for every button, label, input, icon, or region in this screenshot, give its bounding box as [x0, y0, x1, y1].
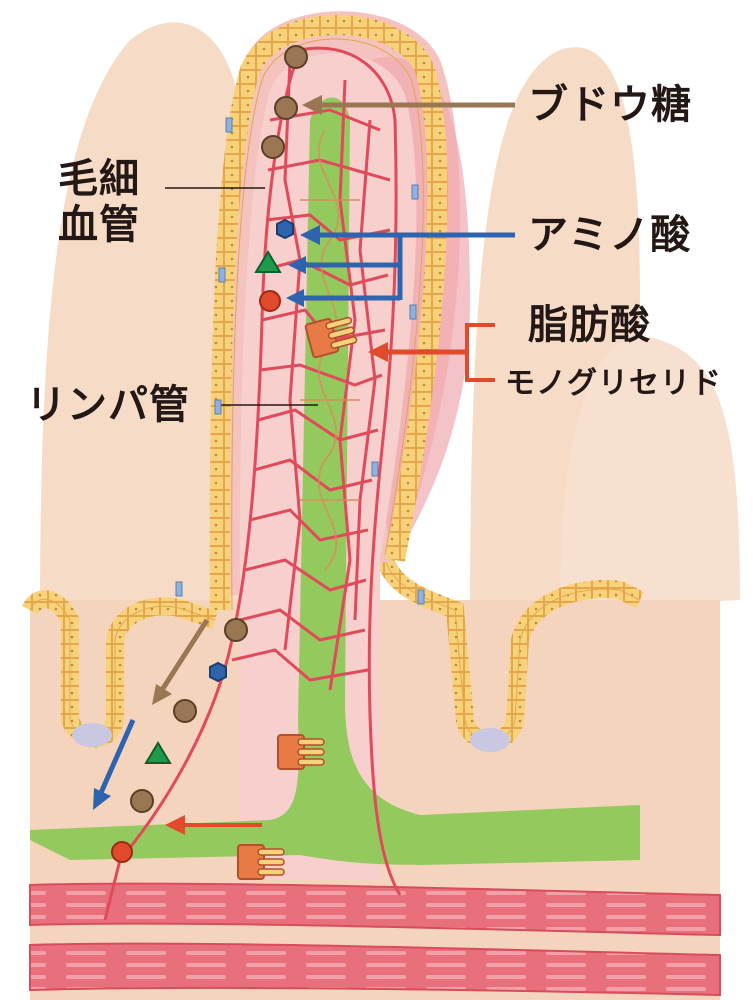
glucose-molecule: [130, 789, 154, 813]
fat-comb-molecules: [237, 316, 358, 880]
absorption-arrows: [93, 95, 515, 835]
glucose-molecule: [173, 699, 197, 723]
fat-molecule: [259, 290, 281, 312]
amino-acid-molecule: [144, 741, 172, 764]
glucose-molecule: [224, 618, 248, 642]
leader-lines: [165, 187, 318, 406]
capillary-network: [103, 46, 402, 921]
glucose-molecule: [261, 135, 285, 159]
monoglyceride-label: モノグリセリド: [505, 366, 722, 401]
lymph-vessel-label: リンパ管: [26, 381, 190, 428]
capillary-label-line2: 血管: [58, 201, 140, 248]
fatty-acid-label: 脂肪酸: [528, 301, 651, 348]
glucose-arrowhead: [302, 95, 322, 115]
amino-acid-molecule: [276, 218, 294, 240]
absorbed-molecules: [111, 45, 308, 863]
amino-acid-label: アミノ酸: [528, 211, 692, 258]
amino-acid-molecule: [209, 661, 227, 683]
glucose-molecule: [284, 45, 308, 69]
fat-molecule: [111, 841, 133, 863]
glucose-molecule: [274, 96, 298, 120]
amino-acid-molecule: [254, 250, 282, 273]
capillary-label-line1: 毛細: [58, 155, 140, 202]
epithelium-left: [21, 590, 218, 748]
glucose-label: ブドウ糖: [528, 81, 692, 128]
base-blood-vessels: [29, 882, 721, 997]
goblet-markers: [175, 117, 425, 605]
capillary-label: 毛細 血管: [58, 156, 140, 248]
